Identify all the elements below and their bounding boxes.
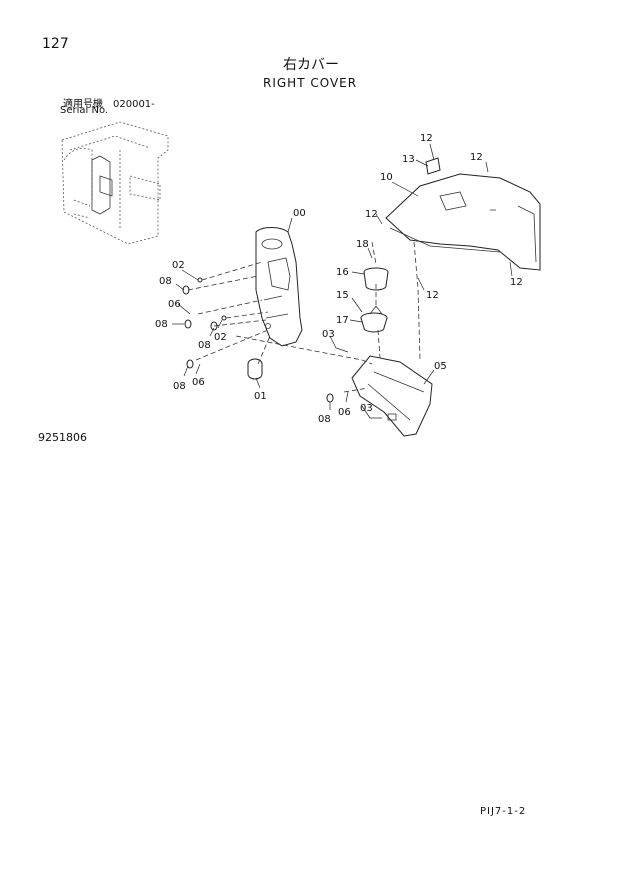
- callout-08: 08: [173, 381, 186, 392]
- callout-labels: 00 01 02 02 03 03 05 06 06 06 08 08 08 0…: [155, 133, 523, 425]
- callout-00: 00: [293, 208, 306, 219]
- callout-08: 08: [198, 340, 211, 351]
- page-title-japanese: 右カバー: [283, 57, 339, 73]
- assembly-lines: [187, 241, 421, 393]
- callout-03: 03: [322, 329, 335, 340]
- callout-17: 17: [336, 315, 349, 326]
- callout-15: 15: [336, 290, 349, 301]
- callout-16: 16: [336, 267, 349, 278]
- part-16-cup: [363, 267, 389, 291]
- callout-18: 18: [356, 239, 369, 250]
- serial-label-english: Serial No.: [60, 105, 109, 116]
- part-15-holder: [360, 305, 388, 333]
- callout-12: 12: [510, 277, 523, 288]
- part-01-fitting: [247, 358, 263, 380]
- cover-part-05: [351, 355, 433, 437]
- callout-02: 02: [172, 260, 185, 271]
- callout-08: 08: [318, 414, 331, 425]
- callout-02: 02: [214, 332, 227, 343]
- callout-01: 01: [254, 391, 267, 402]
- fasteners: [182, 277, 334, 403]
- callout-05: 05: [434, 361, 447, 372]
- cover-part-00: [255, 227, 303, 347]
- callout-12: 12: [420, 133, 433, 144]
- callout-06: 06: [192, 377, 205, 388]
- callout-08: 08: [159, 276, 172, 287]
- footer-code: PIJ7-1-2: [480, 806, 527, 817]
- callout-06: 06: [338, 407, 351, 418]
- cab-locator-sketch: [61, 121, 169, 245]
- callout-06: 06: [168, 299, 181, 310]
- figure-number: 9251806: [38, 431, 87, 444]
- callout-12: 12: [470, 152, 483, 163]
- serial-label-japanese: 適用号機 020001-: [63, 99, 155, 110]
- cover-part-10: [385, 173, 541, 271]
- page-title-english: RIGHT COVER: [263, 76, 358, 90]
- callout-10: 10: [380, 172, 393, 183]
- callout-12: 12: [426, 290, 439, 301]
- callout-08: 08: [155, 319, 168, 330]
- callout-leaders: [172, 143, 513, 419]
- callout-03: 03: [360, 403, 373, 414]
- callout-12: 12: [365, 209, 378, 220]
- page-number: 127: [42, 36, 69, 52]
- callout-13: 13: [402, 154, 415, 165]
- part-13-bracket: [425, 157, 441, 175]
